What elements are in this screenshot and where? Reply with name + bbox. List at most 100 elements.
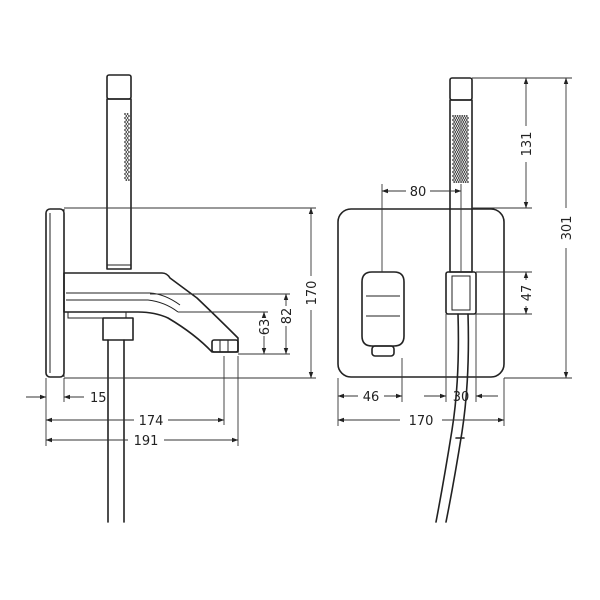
- nozzle-dot: [125, 171, 128, 173]
- nozzle-dot: [460, 133, 462, 135]
- dim-30-label: 30: [453, 390, 470, 405]
- nozzle-dot: [462, 117, 465, 119]
- nozzle-dot: [453, 173, 456, 175]
- nozzle-dot: [462, 165, 465, 167]
- nozzle-dot: [455, 169, 458, 171]
- nozzle-dot: [455, 129, 458, 131]
- nozzle-dot: [459, 151, 461, 153]
- nozzle-dot: [459, 139, 461, 141]
- nozzle-dot: [124, 133, 126, 135]
- nozzle-dot: [457, 161, 460, 163]
- nozzle-dot: [465, 127, 468, 129]
- nozzle-dot: [467, 165, 469, 167]
- nozzle-dot: [125, 115, 128, 117]
- nozzle-dot: [464, 161, 467, 163]
- nozzle-dot: [456, 171, 459, 173]
- nozzle-dot: [457, 129, 460, 131]
- nozzle-dot: [462, 173, 465, 175]
- dim-170-vertical: 170: [305, 207, 320, 379]
- nozzle-dot: [463, 143, 466, 145]
- nozzle-dot: [464, 125, 467, 127]
- nozzle-dot: [467, 173, 469, 175]
- nozzle-dot: [467, 169, 469, 171]
- nozzle-dot: [460, 137, 462, 139]
- spout: [63, 272, 239, 353]
- nozzle-dot: [463, 119, 466, 121]
- nozzle-dot: [453, 129, 456, 131]
- nozzle-dot: [126, 153, 129, 155]
- nozzle-dot: [125, 143, 128, 145]
- nozzle-dot: [459, 171, 461, 173]
- nozzle-dot: [461, 179, 464, 181]
- nozzle-dot: [464, 141, 467, 143]
- nozzle-dot: [457, 177, 460, 179]
- nozzle-dot: [465, 119, 468, 121]
- nozzle-dot: [460, 117, 462, 119]
- nozzle-dot: [465, 143, 468, 145]
- nozzle-dot: [456, 127, 459, 129]
- nozzle-dot: [126, 129, 129, 131]
- dim-301: 301: [560, 77, 575, 379]
- nozzle-dot: [462, 149, 465, 151]
- front-wall-plate: [337, 208, 505, 378]
- dim-170-horizontal: 170: [337, 414, 505, 429]
- nozzle-dot: [461, 115, 464, 117]
- nozzle-dot: [467, 181, 469, 183]
- nozzle-dot: [459, 143, 461, 145]
- nozzle-dot: [456, 167, 459, 169]
- dim-15-label: 15: [90, 391, 107, 406]
- nozzle-dot: [454, 131, 457, 133]
- nozzle-dot: [467, 157, 469, 159]
- nozzle-dot: [455, 117, 458, 119]
- nozzle-dot: [461, 131, 464, 133]
- nozzle-dot: [124, 153, 126, 155]
- nozzle-dot: [463, 171, 466, 173]
- nozzle-dot: [127, 127, 130, 129]
- nozzle-dot: [452, 167, 454, 169]
- nozzle-dot: [460, 165, 462, 167]
- nozzle-dot: [453, 161, 456, 163]
- dim-191: 191: [45, 434, 239, 449]
- nozzle-dot: [461, 167, 464, 169]
- nozzle-dot: [126, 161, 129, 163]
- nozzle-dot: [459, 163, 461, 165]
- nozzle-dot: [462, 153, 465, 155]
- nozzle-dot: [467, 145, 469, 147]
- nozzle-dot: [456, 175, 459, 177]
- nozzle-dot: [464, 181, 467, 183]
- nozzle-dot: [463, 167, 466, 169]
- nozzle-dot: [462, 137, 465, 139]
- nozzle-dot: [125, 155, 128, 157]
- nozzle-dot: [462, 133, 465, 135]
- nozzle-dot: [127, 135, 130, 137]
- nozzle-dot: [460, 173, 462, 175]
- nozzle-dot: [452, 135, 454, 137]
- nozzle-dot: [460, 149, 462, 151]
- nozzle-dot: [127, 155, 130, 157]
- nozzle-dot: [126, 145, 129, 147]
- nozzle-dot: [455, 165, 458, 167]
- nozzle-dot: [464, 145, 467, 147]
- nozzle-dot: [462, 161, 465, 163]
- dim-170-horizontal-label: 170: [409, 414, 434, 429]
- nozzle-dot: [463, 127, 466, 129]
- shower-holder: [445, 271, 477, 315]
- nozzle-dot: [463, 163, 466, 165]
- hose: [102, 317, 134, 523]
- nozzle-dot: [463, 159, 466, 161]
- nozzle-dot: [455, 149, 458, 151]
- dim-170-vertical-label: 170: [305, 281, 320, 306]
- nozzle-dot: [459, 115, 461, 117]
- nozzle-dot: [455, 161, 458, 163]
- nozzle-dot: [124, 129, 126, 131]
- nozzle-dot: [126, 165, 129, 167]
- nozzle-dot: [460, 121, 462, 123]
- nozzle-dot: [463, 151, 466, 153]
- nozzle-dot: [453, 149, 456, 151]
- nozzle-dot: [127, 179, 130, 181]
- nozzle-dot: [125, 163, 128, 165]
- dim-63: 63: [258, 311, 273, 355]
- nozzle-dot: [125, 131, 128, 133]
- nozzle-dot: [465, 123, 468, 125]
